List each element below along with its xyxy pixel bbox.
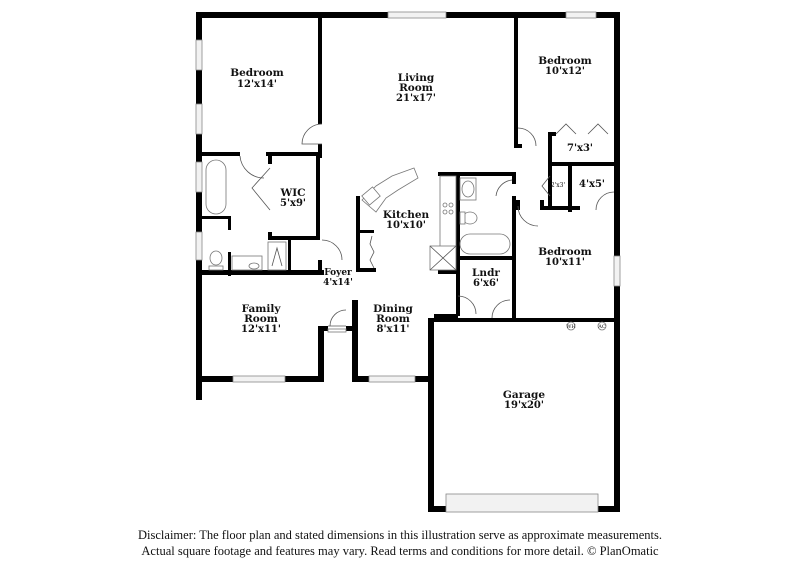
room-dims: 12'x11' — [241, 324, 281, 335]
room-dining-room: Dining Room 8'x11' — [373, 303, 413, 335]
fixtures: WH AC — [205, 123, 615, 333]
room-garage: Garage 19'x20' — [503, 389, 545, 411]
room-wic: WIC 5'x9' — [279, 187, 306, 209]
room-name-line2: Room — [399, 82, 433, 94]
room-dims: 10'x12' — [545, 66, 585, 77]
room-dims: 8'x11' — [377, 324, 410, 335]
room-dims: 10'x10' — [386, 220, 426, 231]
room-name-line2: Room — [244, 313, 278, 325]
room-name-line2: Room — [376, 313, 410, 325]
room-family-room: Family Room 12'x11' — [241, 303, 281, 335]
disclaimer-line-2: Actual square footage and features may v… — [141, 544, 659, 558]
disclaimer-line-1: Disclaimer: The floor plan and stated di… — [138, 528, 662, 542]
room-name: WIC — [279, 187, 305, 199]
room-foyer: Foyer 4'x14' — [323, 268, 353, 288]
room-name: Foyer — [324, 268, 352, 278]
room-kitchen: Kitchen 10'x10' — [383, 209, 430, 231]
room-dims: 4'x14' — [323, 278, 353, 288]
room-name: Bedroom — [538, 55, 592, 67]
room-dims: 7'x3' — [567, 143, 593, 154]
room-dims: 2'x3' — [551, 182, 566, 189]
room-name-line1: Family — [242, 303, 282, 315]
windows — [195, 11, 621, 513]
room-dims: 10'x11' — [545, 257, 585, 268]
room-name: Bedroom — [230, 67, 284, 79]
room-bedroom-1: Bedroom 12'x14' — [230, 67, 284, 90]
room-name: Bedroom — [538, 246, 592, 258]
water-heater-label: WH — [566, 324, 576, 330]
room-name-line1: Living — [398, 72, 435, 84]
room-closet-2: 2'x3' — [551, 182, 566, 189]
room-dims: 5'x9' — [280, 198, 306, 209]
room-name-line1: Dining — [373, 303, 413, 315]
room-name: Lndr — [472, 267, 500, 279]
room-bedroom-3: Bedroom 10'x11' — [538, 246, 592, 268]
room-laundry: Lndr 6'x6' — [472, 267, 500, 289]
room-dims: 19'x20' — [504, 400, 544, 411]
room-dims: 4'x5' — [579, 179, 605, 190]
room-dims: 21'x17' — [396, 93, 436, 104]
room-living-room: Living Room 21'x17' — [396, 72, 436, 104]
room-dims: 6'x6' — [473, 278, 499, 289]
interior-walls — [196, 12, 620, 320]
room-closet-1: 7'x3' — [567, 143, 593, 154]
room-name: Garage — [503, 389, 545, 401]
room-bedroom-2: Bedroom 10'x12' — [538, 55, 592, 77]
room-dims: 12'x14' — [237, 79, 277, 90]
room-name: Kitchen — [383, 209, 430, 221]
hvac-label: AC — [597, 324, 606, 330]
room-labels: Bedroom 12'x14' Living Room 21'x17' Bedr… — [230, 55, 605, 411]
room-closet-3: 4'x5' — [579, 179, 605, 190]
